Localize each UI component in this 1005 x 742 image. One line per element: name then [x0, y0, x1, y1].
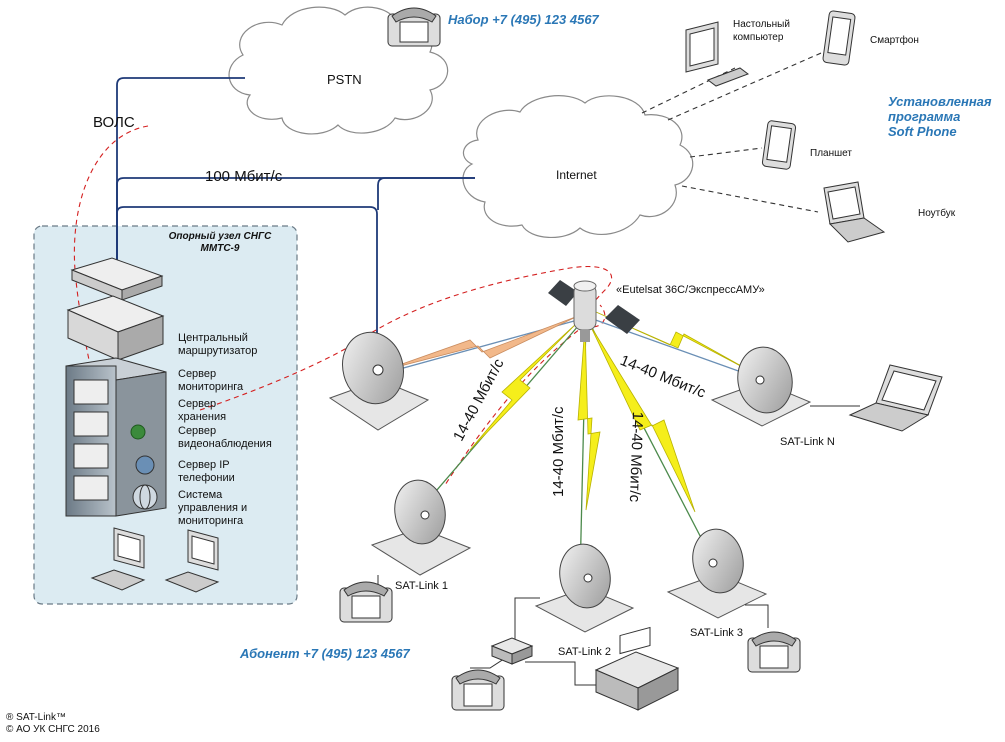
- satellite-label: «Eutelsat 36C/ЭкспрессАМУ»: [616, 284, 765, 296]
- tablet-icon: [761, 120, 797, 170]
- laptop-top-icon: [823, 181, 886, 243]
- internet-cloud: [462, 95, 694, 239]
- link-speed-2: 14-40 Мбит/с: [550, 406, 567, 497]
- fiber-internet-dish: [377, 177, 475, 210]
- bolt-link2: [577, 324, 601, 511]
- dish-link3: [666, 528, 768, 619]
- copyright: ® SAT-Link™© АО УК СНГС 2016: [6, 712, 100, 735]
- pstn-label: PSTN: [327, 72, 362, 87]
- internet-label: Internet: [556, 168, 597, 182]
- phone-link2-icon: [451, 669, 505, 711]
- sat-link-3-label: SAT-Link 3: [690, 627, 743, 639]
- tablet-label: Планшет: [810, 148, 852, 159]
- satellite: [548, 280, 640, 342]
- workstation-1-icon: [90, 527, 146, 591]
- link-speed-3: 14-40 Мбит/с: [625, 411, 646, 503]
- dial-number-label: Набор +7 (495) 123 4567: [448, 12, 599, 27]
- desktop-icon: [685, 21, 750, 87]
- phone-link1-icon: [339, 581, 393, 623]
- modem-icon: [490, 637, 534, 665]
- laptop-label: Ноутбук: [918, 208, 956, 219]
- smartphone-icon: [822, 10, 856, 66]
- hub-dish: [328, 331, 430, 431]
- fiber-dish: [116, 206, 378, 338]
- uplink-bolt: [384, 315, 579, 371]
- fiber-internet: [116, 177, 475, 275]
- dish-link1: [370, 479, 472, 576]
- server-rack-icon: [65, 357, 167, 517]
- sat-link-2-label: SAT-Link 2: [558, 646, 611, 658]
- dish-link2: [534, 543, 635, 633]
- sat-link-1-label: SAT-Link 1: [395, 580, 448, 592]
- phone-link3-icon: [747, 631, 801, 673]
- fiber-pstn: [116, 77, 245, 275]
- phone-top-icon: [387, 7, 441, 47]
- smartphone-label: Смартфон: [870, 35, 919, 46]
- bolt-link3: [589, 324, 696, 513]
- bolt-link1: [469, 321, 579, 451]
- globe-icon: [130, 424, 158, 510]
- subscriber-label: Абонент +7 (495) 123 4567: [240, 646, 410, 661]
- speed-100-label: 100 Мбит/с: [205, 168, 283, 185]
- sat-link-n-label: SAT-Link N: [780, 436, 835, 448]
- laptop-linkN-icon: [848, 364, 943, 432]
- vols-label: ВОЛС: [93, 114, 135, 131]
- workstation-2-icon: [164, 529, 220, 593]
- router-icon: [66, 295, 165, 361]
- dish-linkN: [710, 346, 812, 427]
- fax-icon: [594, 626, 680, 711]
